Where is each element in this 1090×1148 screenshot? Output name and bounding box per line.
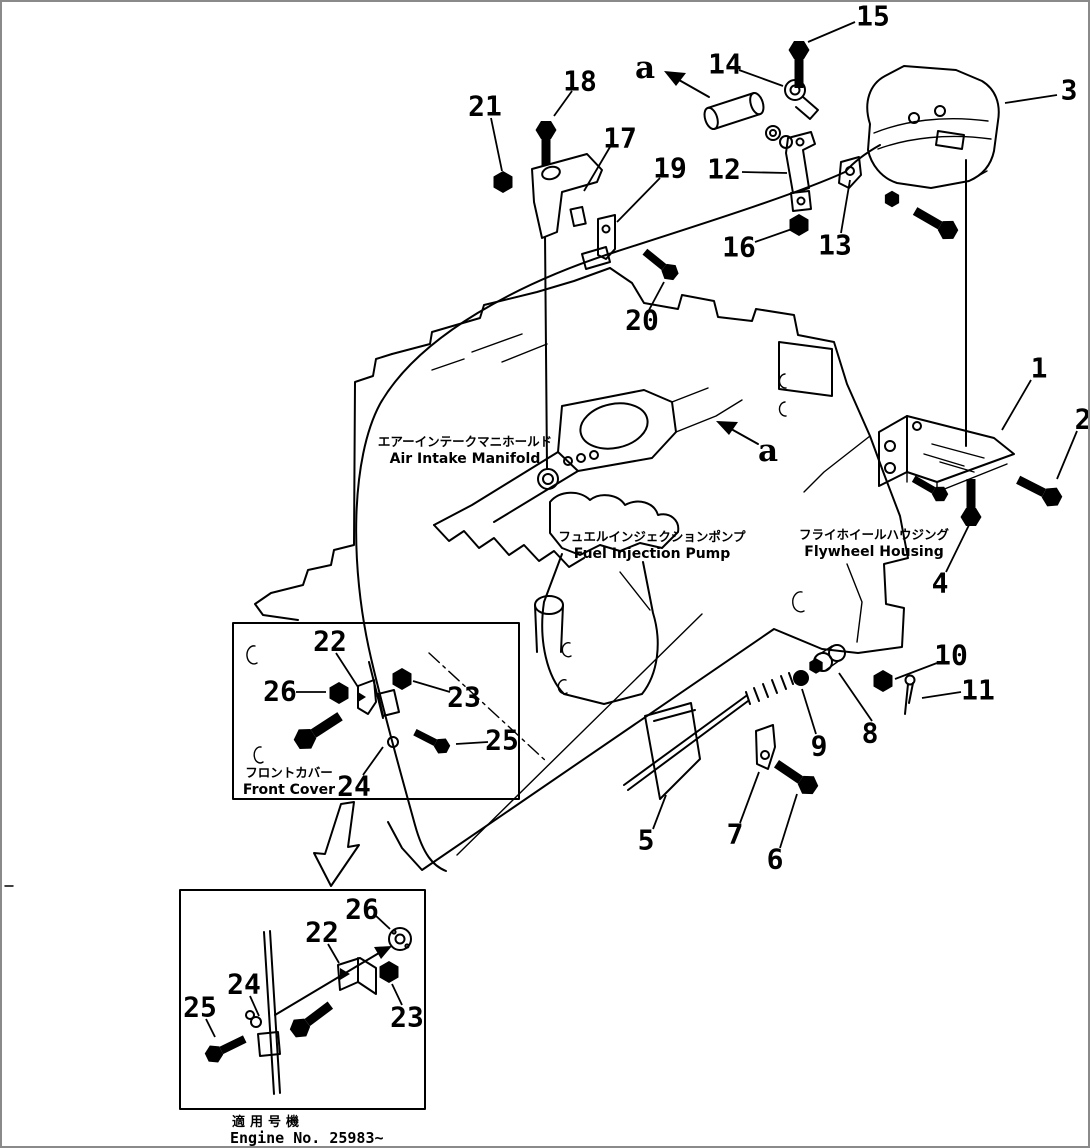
- fuel-injection-pump-label-jp: フュエルインジェクションポンプ: [558, 529, 746, 544]
- callout-leader-9: [801, 688, 817, 735]
- callout-leader-24: [362, 746, 384, 776]
- callout-leader-24: [249, 995, 260, 1017]
- view-arrow-mid: [716, 421, 759, 445]
- callout-layer: 1234567891011121314151617181920212223242…: [183, 2, 1088, 1038]
- view-marker-1: a: [635, 50, 655, 86]
- callout-leader-2: [1056, 430, 1078, 480]
- control-linkage-art: [623, 644, 916, 800]
- callout-leader-7: [739, 771, 760, 824]
- callout-26: 26: [345, 893, 379, 926]
- air-intake-manifold-art: [433, 233, 743, 568]
- flywheel-housing-label-en: Flywheel Housing: [804, 544, 943, 560]
- callout-2: 2: [1075, 403, 1088, 436]
- front-cover-label-en: Front Cover: [243, 782, 335, 798]
- callout-leader-16: [754, 228, 793, 243]
- callout-20: 20: [625, 304, 659, 337]
- callout-22: 22: [305, 916, 339, 949]
- callout-leader-13: [840, 179, 851, 234]
- callout-6: 6: [767, 843, 784, 876]
- callout-26: 26: [263, 675, 297, 708]
- caption-en: Engine No. 25983~: [230, 1129, 384, 1146]
- engine-line-art: [4, 41, 1065, 1110]
- governor-assembly-art: [493, 41, 1000, 447]
- callout-4: 4: [932, 567, 949, 600]
- callout-leader-22: [335, 652, 359, 688]
- air-intake-manifold-label-jp: エアーインテークマニホールド: [378, 434, 552, 449]
- callout-leader-26: [374, 914, 391, 930]
- throttle-cable: [355, 144, 881, 872]
- callout-16: 16: [722, 231, 756, 264]
- callout-leader-18: [553, 90, 573, 117]
- callout-11: 11: [961, 674, 995, 707]
- callout-15: 15: [856, 2, 890, 33]
- view-marker-2: a: [758, 433, 778, 469]
- callout-leader-15: [807, 21, 856, 43]
- callout-leader-5: [652, 794, 667, 830]
- callout-8: 8: [862, 717, 879, 750]
- callout-leader-22: [327, 943, 340, 964]
- callout-23: 23: [390, 1001, 424, 1034]
- callout-5: 5: [638, 824, 655, 857]
- callout-leader-21: [490, 117, 503, 172]
- callout-leader-23: [391, 983, 403, 1006]
- callout-leader-14: [738, 69, 784, 87]
- bracket-assembly-art: [878, 415, 1065, 526]
- callout-leader-4: [945, 524, 970, 573]
- callout-23: 23: [447, 681, 481, 714]
- callout-25: 25: [183, 991, 217, 1024]
- callout-14: 14: [708, 48, 742, 81]
- callout-19: 19: [653, 152, 687, 185]
- callout-leader-12: [741, 171, 788, 174]
- callout-leader-23: [412, 680, 451, 693]
- callout-leader-19: [616, 177, 661, 223]
- callout-13: 13: [818, 229, 852, 262]
- callout-10: 10: [934, 639, 968, 672]
- callout-leader-10: [894, 662, 938, 680]
- detail-arrow: [313, 801, 360, 887]
- callout-18: 18: [563, 65, 597, 98]
- callout-12: 12: [707, 153, 741, 186]
- air-intake-manifold-label-en: Air Intake Manifold: [390, 451, 541, 467]
- callout-3: 3: [1061, 74, 1078, 107]
- callout-leader-8: [838, 672, 873, 722]
- callout-17: 17: [603, 122, 637, 155]
- engine-block-outline: [254, 267, 909, 871]
- callout-24: 24: [337, 770, 371, 803]
- component-label-layer: エアーインテークマニホールド Air Intake Manifold フュエルインジ…: [243, 434, 950, 798]
- callout-leader-1: [1001, 379, 1032, 431]
- callout-leader-3: [1004, 94, 1058, 104]
- view-arrow-top: [664, 71, 710, 98]
- callout-1: 1: [1031, 352, 1048, 385]
- callout-leader-11: [921, 691, 962, 699]
- enlarged-inset-box: [179, 889, 426, 1110]
- callout-24: 24: [227, 968, 261, 1001]
- callout-21: 21: [468, 90, 502, 123]
- callout-leader-25: [455, 741, 489, 745]
- callout-7: 7: [727, 818, 744, 851]
- callout-25: 25: [485, 724, 519, 757]
- fuel-injection-pump-art: [428, 491, 680, 763]
- front-cover-label-jp: フロントカバー: [245, 765, 333, 780]
- callout-22: 22: [313, 625, 347, 658]
- callout-leader-20: [648, 281, 665, 311]
- callout-leader-6: [779, 793, 798, 849]
- view-marker-layer: aa: [635, 50, 778, 469]
- caption-jp: 適用号機: [232, 1114, 304, 1130]
- front-cover-inset-box: [232, 622, 520, 800]
- fuel-injection-pump-label-en: Fuel Injection Pump: [574, 546, 731, 562]
- callout-9: 9: [811, 730, 828, 763]
- flywheel-housing-label-jp: フライホイールハウジング: [799, 527, 950, 542]
- callout-leader-17: [583, 146, 611, 192]
- callout-leader-25: [205, 1018, 216, 1038]
